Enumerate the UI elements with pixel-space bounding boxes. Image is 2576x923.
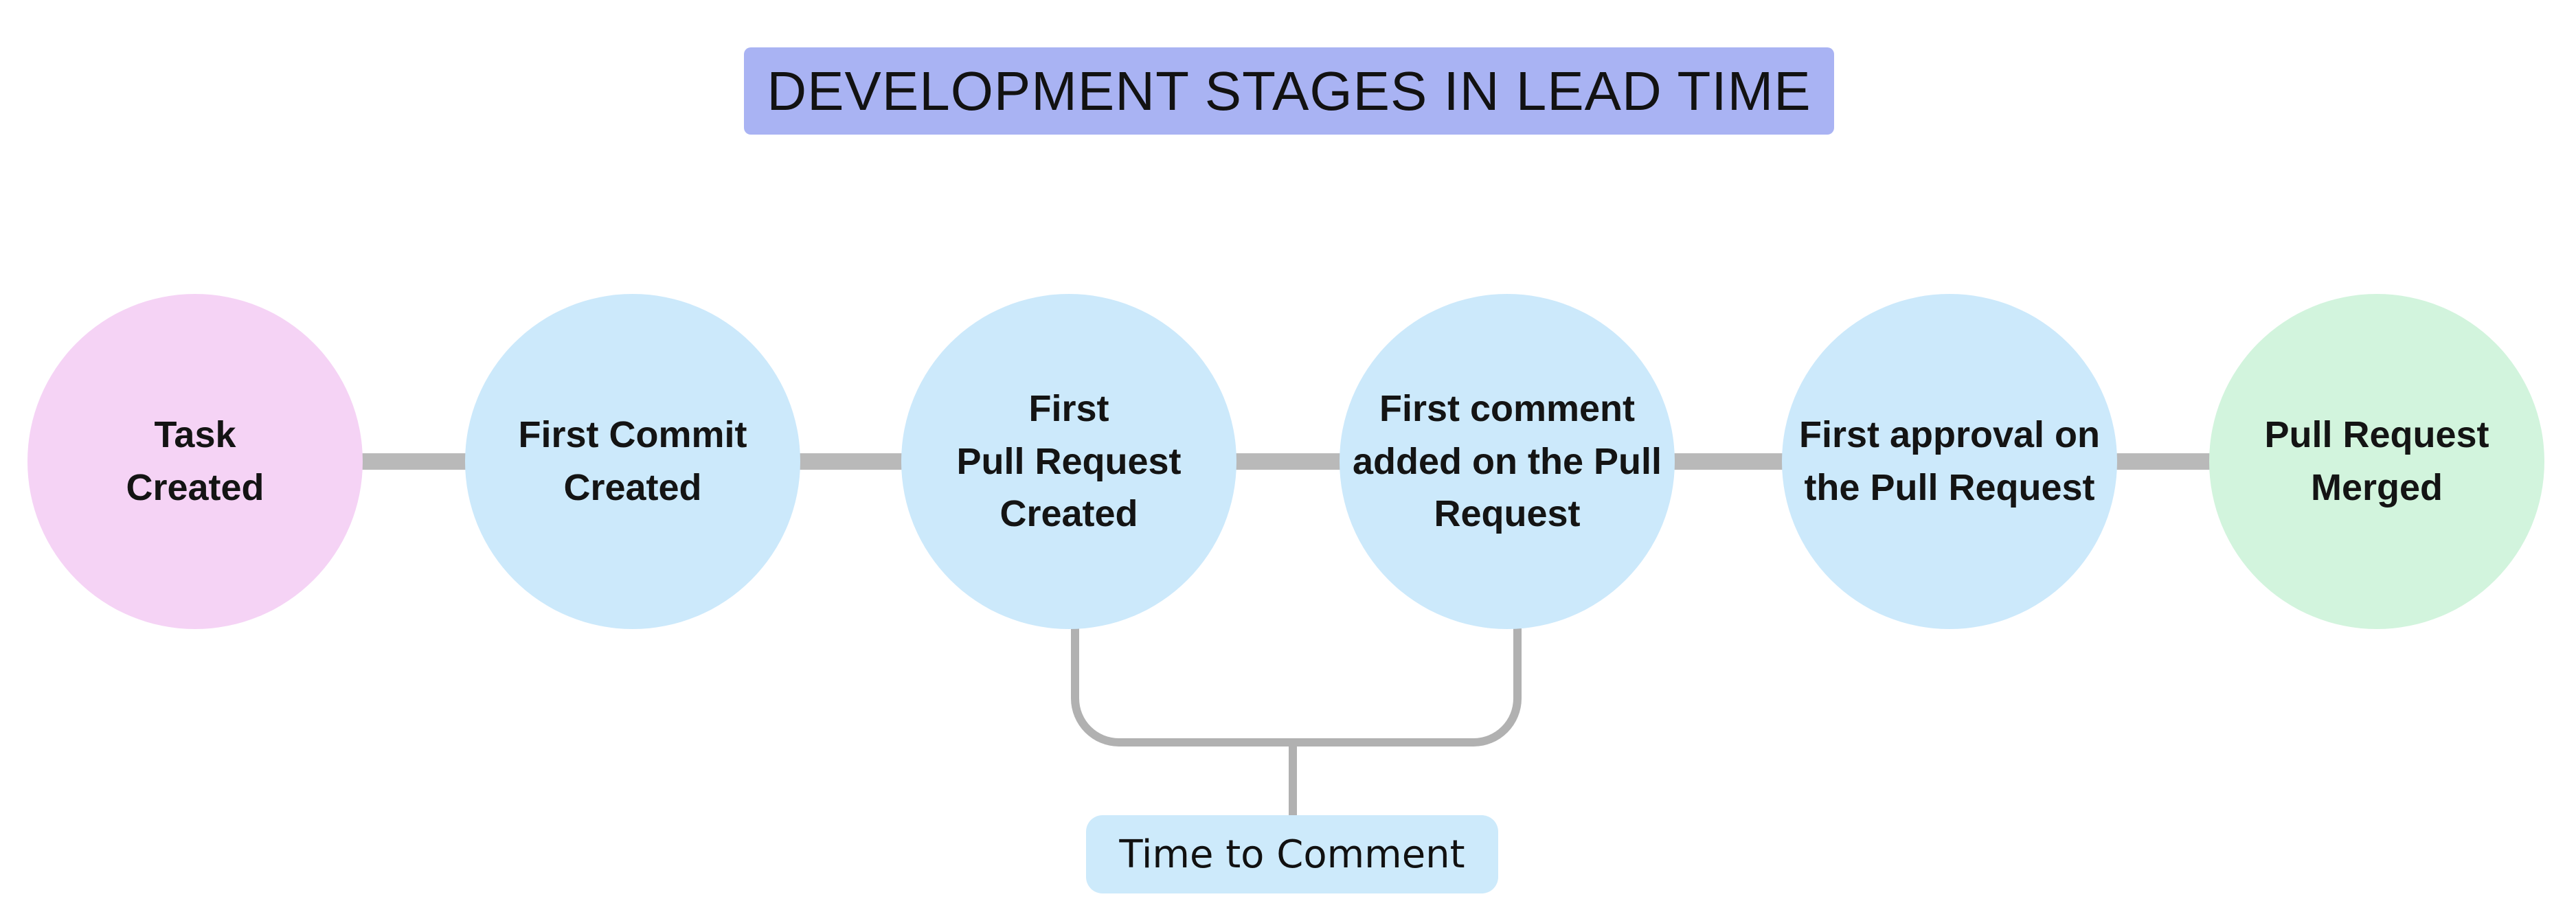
stage-label: First approval on the Pull Request xyxy=(1798,414,2101,508)
stage-label: First Pull Request Created xyxy=(956,387,1182,535)
stage-label: Task Created xyxy=(126,414,264,508)
stage-first-approval: First approval on the Pull Request xyxy=(1782,294,2117,629)
stage-label: First comment added on the Pull Request xyxy=(1352,387,1662,535)
stage-pull-request-merged: Pull Request Merged xyxy=(2209,294,2544,629)
bracket-connector xyxy=(1071,622,1522,747)
diagram-title: DEVELOPMENT STAGES IN LEAD TIME xyxy=(767,60,1811,122)
stage-task-created: Task Created xyxy=(27,294,363,629)
stage-first-comment-added: First comment added on the Pull Request xyxy=(1340,294,1675,629)
stage-label: Pull Request Merged xyxy=(2264,414,2489,508)
stage-label: First Commit Created xyxy=(518,414,747,508)
time-to-comment-label: Time to Comment xyxy=(1086,815,1498,893)
stage-first-pull-request-created: First Pull Request Created xyxy=(901,294,1236,629)
title-banner: DEVELOPMENT STAGES IN LEAD TIME xyxy=(744,47,1834,135)
bracket-stem xyxy=(1289,742,1297,815)
annotation-text: Time to Comment xyxy=(1119,832,1465,877)
stage-first-commit-created: First Commit Created xyxy=(465,294,800,629)
